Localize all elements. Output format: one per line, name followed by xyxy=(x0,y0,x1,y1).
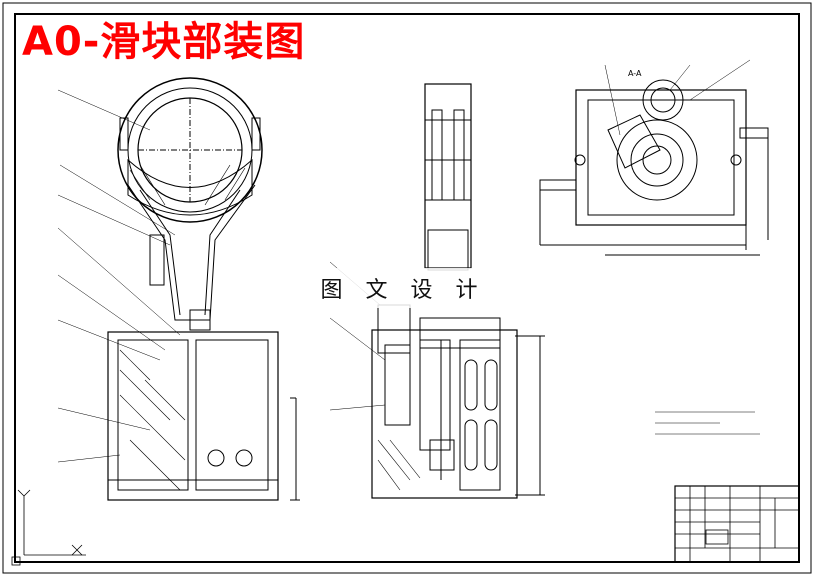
watermark: 图 文 设 计 xyxy=(318,268,488,308)
ucs-icon xyxy=(11,489,86,566)
technical-notes xyxy=(655,411,760,435)
front-view xyxy=(57,77,300,501)
inner-frame xyxy=(14,13,800,563)
section-label: A-A xyxy=(628,69,642,78)
drawing-title: A0-滑块部装图 xyxy=(22,19,306,65)
section-view xyxy=(539,59,769,256)
title-block xyxy=(674,485,800,563)
